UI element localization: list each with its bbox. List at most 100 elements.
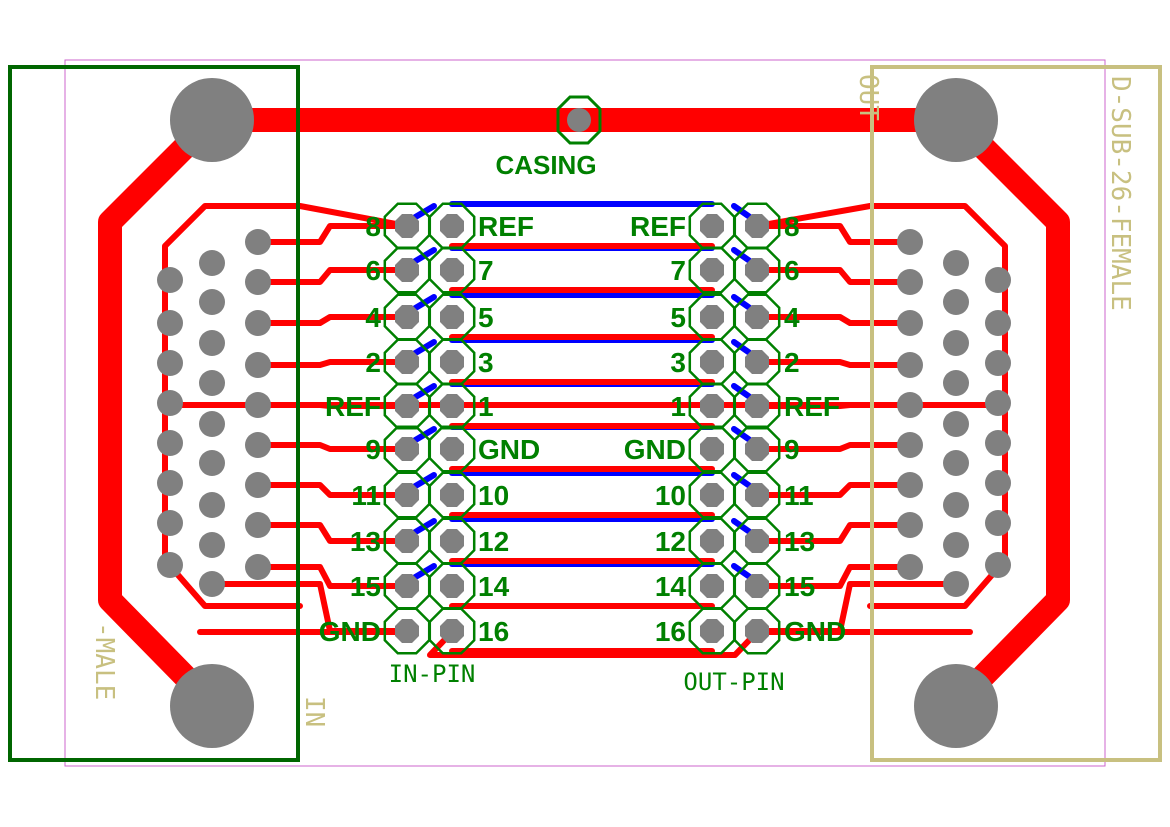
out-connector-outline: [870, 65, 1162, 762]
dsub-pin-pad: [157, 552, 183, 578]
dsub-pin-pad: [897, 554, 923, 580]
header-pad-outline: [383, 471, 431, 519]
header-pin-label: 11: [351, 480, 381, 511]
header-pad-outline: [428, 471, 476, 519]
in-connector-outline: [8, 65, 300, 762]
header-pin-label: GND: [624, 434, 686, 465]
header-pin-pad: [395, 529, 419, 553]
casing-left-trace: [98, 111, 221, 713]
header-pin-pad: [395, 483, 419, 507]
dsub-pin-pad: [245, 472, 271, 498]
signal-trace: [427, 629, 760, 658]
dsub-pin-pad: [157, 350, 183, 376]
header-pin-pad: [745, 574, 769, 598]
dsub-pin-pad: [245, 512, 271, 538]
dsub-pin-pad: [199, 370, 225, 396]
dsub-pin-pad: [943, 571, 969, 597]
dsub-pin-pad: [943, 370, 969, 396]
dsub-pin-pad: [985, 470, 1011, 496]
header-pin-pad: [700, 437, 724, 461]
header-pin-label: GND: [319, 616, 381, 647]
dsub-pin-pad: [943, 250, 969, 276]
dsub-pin-pad: [897, 310, 923, 336]
header-pin-pad: [395, 619, 419, 643]
dsub-pin-pad: [985, 390, 1011, 416]
header-pin-pad: [700, 619, 724, 643]
mounting-hole: [170, 78, 254, 162]
header-pin-pad: [440, 574, 464, 598]
header-pin-pad: [440, 483, 464, 507]
header-pin-label: 9: [784, 434, 800, 465]
header-pad-outline: [428, 425, 476, 473]
dsub-pin-pad: [897, 432, 923, 458]
dsub-pin-pad: [245, 352, 271, 378]
header-pin-label: 13: [784, 526, 815, 557]
header-pin-label: 3: [478, 347, 494, 378]
casing-via-outline: [556, 95, 602, 145]
signal-trace: [255, 522, 410, 544]
dsub-pin-pad: [157, 470, 183, 496]
header-pin-pad: [700, 394, 724, 418]
header-pin-label: 6: [365, 255, 381, 286]
header-pin-pad: [395, 214, 419, 238]
dsub-pin-pad: [199, 250, 225, 276]
header-pin-pad: [395, 258, 419, 282]
header-pin-pad: [395, 350, 419, 374]
dsub-pin-pad: [985, 552, 1011, 578]
dsub-pin-pad: [985, 310, 1011, 336]
dsub-pin-pad: [157, 310, 183, 336]
dsub-pin-pad: [897, 229, 923, 255]
header-pin-pad: [745, 619, 769, 643]
signal-trace: [255, 482, 410, 498]
dsub-pin-pad: [199, 330, 225, 356]
dsub-pin-pad: [985, 430, 1011, 456]
dsub-pin-pad: [199, 450, 225, 476]
header-pin-pad: [440, 394, 464, 418]
header-pin-label: 4: [784, 302, 800, 333]
signal-trace: [754, 314, 913, 326]
header-pin-label: GND: [784, 616, 846, 647]
in-connector-part: -MALE: [89, 622, 119, 700]
header-pad-outline: [428, 382, 476, 430]
header-pin-label: 16: [655, 616, 686, 647]
header-pin-pad: [745, 258, 769, 282]
signal-trace: [255, 442, 410, 452]
header-pad-outline: [688, 471, 736, 519]
signal-trace: [754, 267, 913, 285]
header-pad-outline: [733, 382, 781, 430]
header-pin-label: GND: [478, 434, 540, 465]
header-pin-label: 15: [350, 571, 381, 602]
header-pin-label: 5: [670, 302, 686, 333]
signal-trace: [255, 267, 410, 285]
header-pin-pad: [700, 350, 724, 374]
header-pad-outline: [428, 246, 476, 294]
header-pin-pad: [745, 483, 769, 507]
dsub-pin-pad: [199, 411, 225, 437]
header-pad-outline: [383, 382, 431, 430]
header-pin-pad: [700, 214, 724, 238]
signal-trace: [255, 223, 410, 245]
dsub-pin-pad: [985, 510, 1011, 536]
pads-layer: [157, 202, 1011, 655]
header-pin-label: 6: [784, 255, 800, 286]
header-pin-label: 14: [655, 571, 687, 602]
header-pin-label: 14: [478, 571, 510, 602]
signal-trace: [754, 482, 913, 498]
in-pin-label: IN-PIN: [389, 660, 476, 688]
dsub-pin-pad: [897, 392, 923, 418]
dsub-pin-pad: [245, 310, 271, 336]
header-pad-outline: [688, 425, 736, 473]
header-pad-outline: [383, 607, 431, 655]
header-pin-label: 9: [365, 434, 381, 465]
header-pin-pad: [700, 529, 724, 553]
mounting-hole: [170, 664, 254, 748]
dsub-pin-pad: [157, 267, 183, 293]
header-pin-pad: [745, 529, 769, 553]
header-pin-label: REF: [630, 211, 686, 242]
header-pin-pad: [440, 258, 464, 282]
header-pin-pad: [395, 305, 419, 329]
dsub-pin-pad: [897, 352, 923, 378]
